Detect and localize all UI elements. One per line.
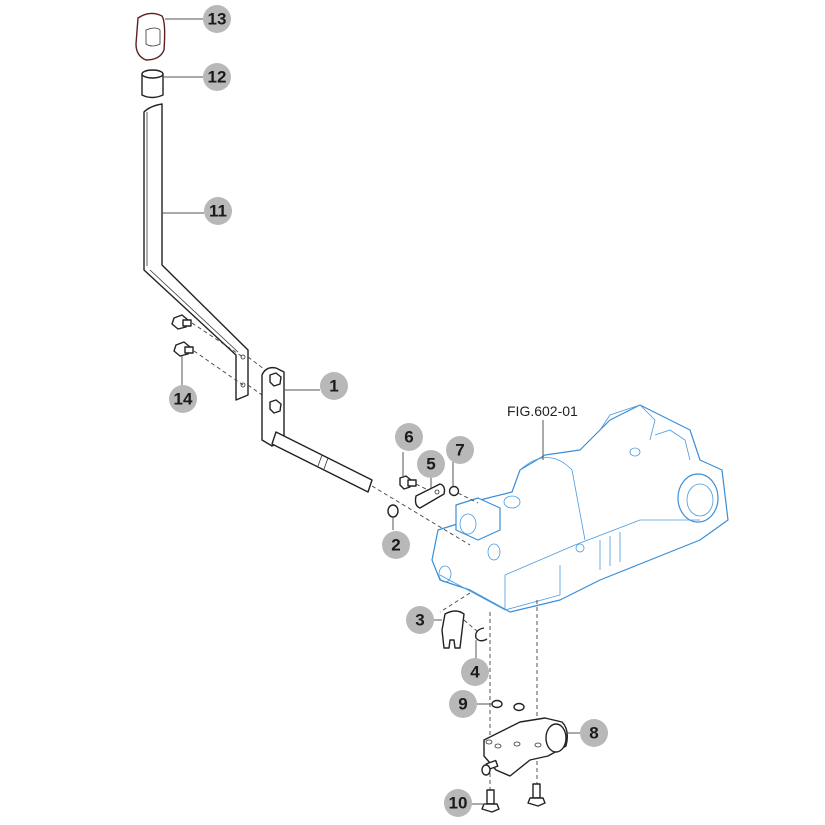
callout-2: 2 (382, 531, 410, 559)
svg-text:13: 13 (208, 10, 227, 29)
svg-text:4: 4 (470, 663, 480, 682)
transmission-housing: FIG.602-01 (431, 403, 729, 613)
plate-part (414, 478, 446, 509)
callout-11: 11 (204, 197, 232, 225)
lever-shaft-part (247, 356, 471, 546)
callout-6: 6 (395, 423, 423, 451)
svg-text:10: 10 (449, 794, 468, 813)
fork-arm-part (430, 592, 479, 649)
figure-reference-label: FIG.602-01 (507, 403, 578, 419)
seal-rings-part (474, 699, 525, 712)
callout-1: 1 (320, 372, 348, 400)
o-ring-part (387, 504, 399, 530)
svg-text:9: 9 (458, 695, 467, 714)
callout-10: 10 (444, 789, 472, 817)
lever-rod-part (143, 103, 249, 401)
callout-9: 9 (449, 690, 477, 718)
knob-part (135, 12, 203, 61)
svg-text:12: 12 (208, 68, 227, 87)
callout-12: 12 (203, 63, 231, 91)
nut-part (448, 462, 479, 504)
callout-8: 8 (580, 719, 608, 747)
grip-sleeve-part (141, 69, 203, 99)
svg-text:3: 3 (415, 611, 424, 630)
svg-text:2: 2 (391, 536, 400, 555)
svg-text:7: 7 (455, 441, 464, 460)
svg-text:11: 11 (209, 202, 227, 221)
svg-text:14: 14 (174, 390, 193, 409)
callout-4: 4 (461, 658, 489, 686)
svg-text:5: 5 (426, 455, 435, 474)
valve-housing-part (481, 717, 580, 777)
callout-3: 3 (406, 606, 434, 634)
callout-13: 13 (203, 5, 231, 33)
flange-bolts-part (470, 783, 546, 813)
bolts-part (171, 314, 244, 388)
callout-7: 7 (446, 436, 474, 464)
svg-text:6: 6 (404, 428, 413, 447)
svg-text:8: 8 (589, 724, 598, 743)
callout-5: 5 (417, 450, 445, 478)
callout-14: 14 (169, 385, 197, 413)
svg-text:1: 1 (329, 377, 338, 396)
e-clip-part (474, 627, 488, 662)
